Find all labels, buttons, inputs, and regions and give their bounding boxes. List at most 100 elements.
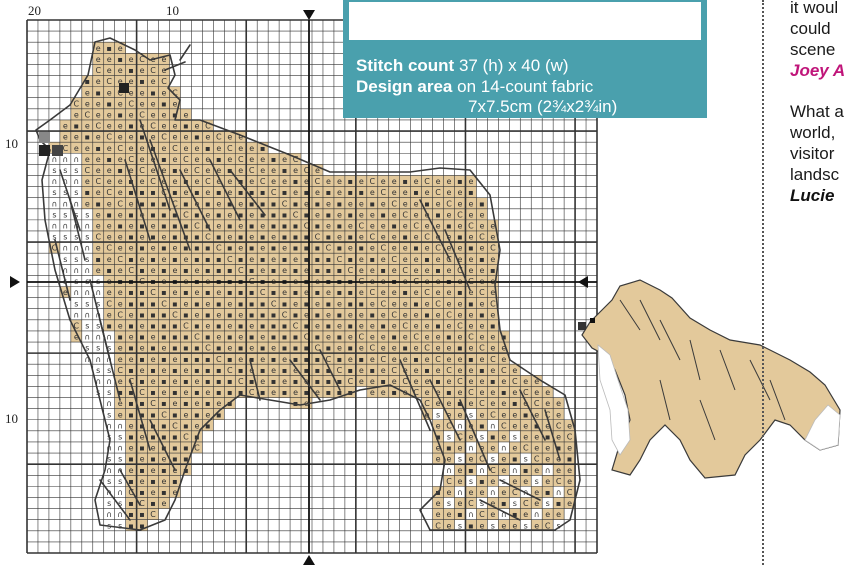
stitch-symbol: ▪	[293, 344, 298, 353]
stitch-symbol: C	[457, 210, 463, 219]
stitch-symbol: ▪	[161, 399, 166, 408]
stitch-symbol: ▪	[293, 355, 298, 364]
stitch-symbol: e	[140, 66, 145, 75]
stitch-symbol: e	[534, 410, 539, 419]
stitch-symbol: e	[479, 321, 484, 330]
stitch-symbol: C	[205, 233, 211, 242]
stitch-symbol: e	[436, 310, 441, 319]
stitch-symbol: C	[238, 377, 244, 386]
stitch-symbol: e	[534, 388, 539, 397]
stitch-symbol: ▪	[161, 244, 166, 253]
stitch-symbol: e	[260, 333, 265, 342]
stitch-symbol: e	[512, 421, 517, 430]
stitch-symbol: ▪	[227, 244, 232, 253]
stitch-symbol: ▪	[271, 210, 276, 219]
stitch-symbol: ▪	[337, 244, 342, 253]
stitch-symbol: C	[183, 210, 189, 219]
stitch-symbol: ∩	[512, 466, 518, 475]
stitch-symbol: e	[173, 99, 178, 108]
stitch-symbol: e	[501, 433, 506, 442]
stitch-symbol: C	[424, 177, 430, 186]
stitch-symbol: e	[523, 477, 528, 486]
stitch-symbol: e	[436, 366, 441, 375]
stitch-symbol: e	[271, 233, 276, 242]
stitch-symbol: C	[523, 499, 529, 508]
stitch-symbol: C	[490, 299, 496, 308]
stitch-symbol: e	[479, 377, 484, 386]
stitch-symbol: e	[370, 222, 375, 231]
stitch-symbol: ∩	[62, 244, 68, 253]
stitch-symbol: ▪	[150, 233, 155, 242]
stitch-symbol: ▪	[260, 255, 265, 264]
stitch-symbol: e	[216, 144, 221, 153]
stitch-symbol: ▪	[238, 233, 243, 242]
stitch-symbol: e	[85, 99, 90, 108]
stitch-symbol: e	[96, 155, 101, 164]
stitch-symbol: e	[205, 388, 210, 397]
stitch-symbol: e	[129, 466, 134, 475]
stitch-symbol: e	[436, 333, 441, 342]
stitch-symbol: ▪	[139, 77, 144, 86]
stitch-symbol: e	[534, 488, 539, 497]
stitch-symbol: ▪	[172, 455, 177, 464]
stitch-symbol: C	[490, 410, 496, 419]
stitch-symbol: e	[490, 255, 495, 264]
stitch-symbol: ▪	[315, 366, 320, 375]
stitch-symbol: e	[370, 188, 375, 197]
center-arrow-left	[10, 276, 20, 288]
stitch-symbol: e	[479, 355, 484, 364]
stitch-symbol: e	[403, 188, 408, 197]
stitch-symbol: e	[96, 110, 101, 119]
stitch-symbol: e	[458, 466, 463, 475]
stitch-symbol: ▪	[446, 222, 451, 231]
stitch-symbol: ▪	[435, 377, 440, 386]
stitch-symbol: e	[490, 366, 495, 375]
stitch-symbol: ▪	[139, 288, 144, 297]
stitch-symbol: e	[194, 177, 199, 186]
stitch-symbol: C	[348, 377, 354, 386]
stitch-symbol: ▪	[96, 88, 101, 97]
stitch-symbol: e	[479, 333, 484, 342]
stitch-symbol: e	[282, 288, 287, 297]
stitch-symbol: e	[162, 455, 167, 464]
stitch-symbol: e	[436, 177, 441, 186]
stitch-symbol: ▪	[117, 166, 122, 175]
stitch-symbol: e	[271, 366, 276, 375]
stitch-symbol: e	[468, 377, 473, 386]
stitch-symbol: e	[468, 199, 473, 208]
stitch-symbol: ▪	[271, 222, 276, 231]
stitch-symbol: ▪	[107, 210, 112, 219]
stitch-symbol: s	[513, 499, 517, 508]
stitch-symbol: ▪	[315, 355, 320, 364]
stitch-symbol: C	[260, 288, 266, 297]
stitch-symbol: C	[446, 477, 452, 486]
stitch-symbol: e	[447, 188, 452, 197]
stitch-symbol: e	[447, 344, 452, 353]
stitch-symbol: ▪	[282, 166, 287, 175]
stitch-symbol: C	[359, 333, 365, 342]
stitch-symbol: e	[490, 510, 495, 519]
stitch-symbol: C	[106, 77, 112, 86]
stitch-symbol: ▪	[326, 233, 331, 242]
stitch-symbol: ▪	[205, 377, 210, 386]
stitch-symbol: e	[173, 177, 178, 186]
stitch-symbol: e	[249, 255, 254, 264]
stitch-symbol: ▪	[183, 355, 188, 364]
design-area-line: Design area on 14-count fabric	[356, 77, 593, 97]
stitch-symbol: ▪	[128, 433, 133, 442]
stitch-symbol: e	[348, 310, 353, 319]
stitch-symbol: ▪	[161, 199, 166, 208]
stitch-symbol: e	[490, 388, 495, 397]
stitch-symbol: C	[315, 177, 321, 186]
stitch-symbol: ▪	[172, 477, 177, 486]
stitch-symbol: ▪	[205, 333, 210, 342]
stitch-symbol: ▪	[117, 110, 122, 119]
stitch-symbol: ▪	[337, 333, 342, 342]
stitch-symbol: C	[446, 199, 452, 208]
stitch-symbol: e	[227, 133, 232, 142]
stitch-symbol: C	[117, 199, 123, 208]
stitch-symbol: e	[392, 244, 397, 253]
stitch-symbol: ▪	[150, 410, 155, 419]
stitch-symbol: ▪	[479, 421, 484, 430]
stitch-symbol: ▪	[128, 499, 133, 508]
